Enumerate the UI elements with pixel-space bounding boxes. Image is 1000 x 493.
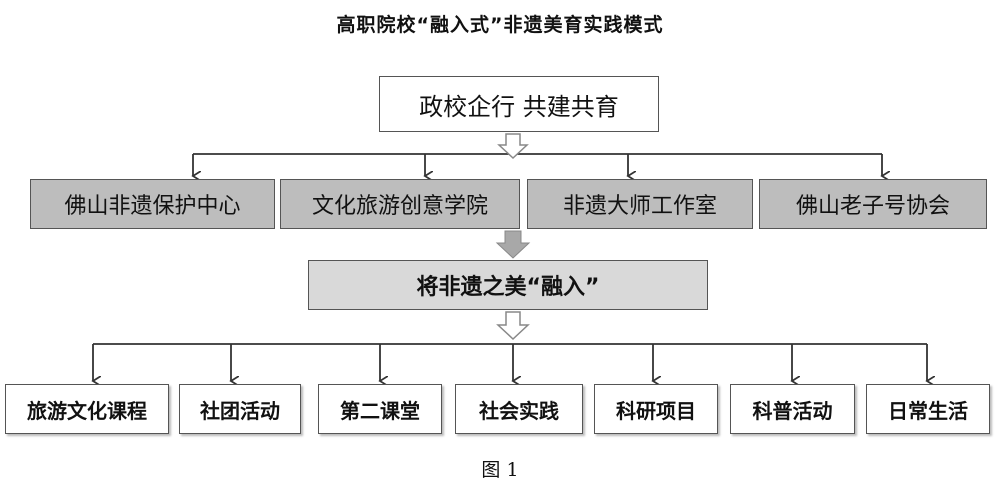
activity-node: 日常生活 [866, 384, 990, 434]
activity-node: 旅游文化课程 [5, 384, 169, 434]
institution-node: 文化旅游创意学院 [280, 179, 520, 229]
grey-arrow [495, 230, 531, 259]
activity-node: 科普活动 [730, 384, 855, 434]
figure-caption: 图 1 [481, 459, 519, 481]
middle-node: 将非遗之美“融入” [308, 260, 708, 310]
institution-node: 佛山老子号协会 [759, 179, 987, 229]
institution-node: 非遗大师工作室 [527, 179, 753, 229]
institution-node: 佛山非遗保护中心 [30, 179, 275, 229]
activity-node: 第二课堂 [318, 384, 442, 434]
activity-node: 科研项目 [594, 384, 718, 434]
diagram-title: 高职院校“融入式”非遗美育实践模式 [336, 14, 664, 36]
top-node: 政校企行 共建共育 [379, 76, 659, 132]
hollow-arrow-1 [497, 133, 529, 160]
activity-node: 社团活动 [179, 384, 301, 434]
activity-node: 社会实践 [455, 384, 583, 434]
hollow-arrow-2 [496, 311, 530, 341]
